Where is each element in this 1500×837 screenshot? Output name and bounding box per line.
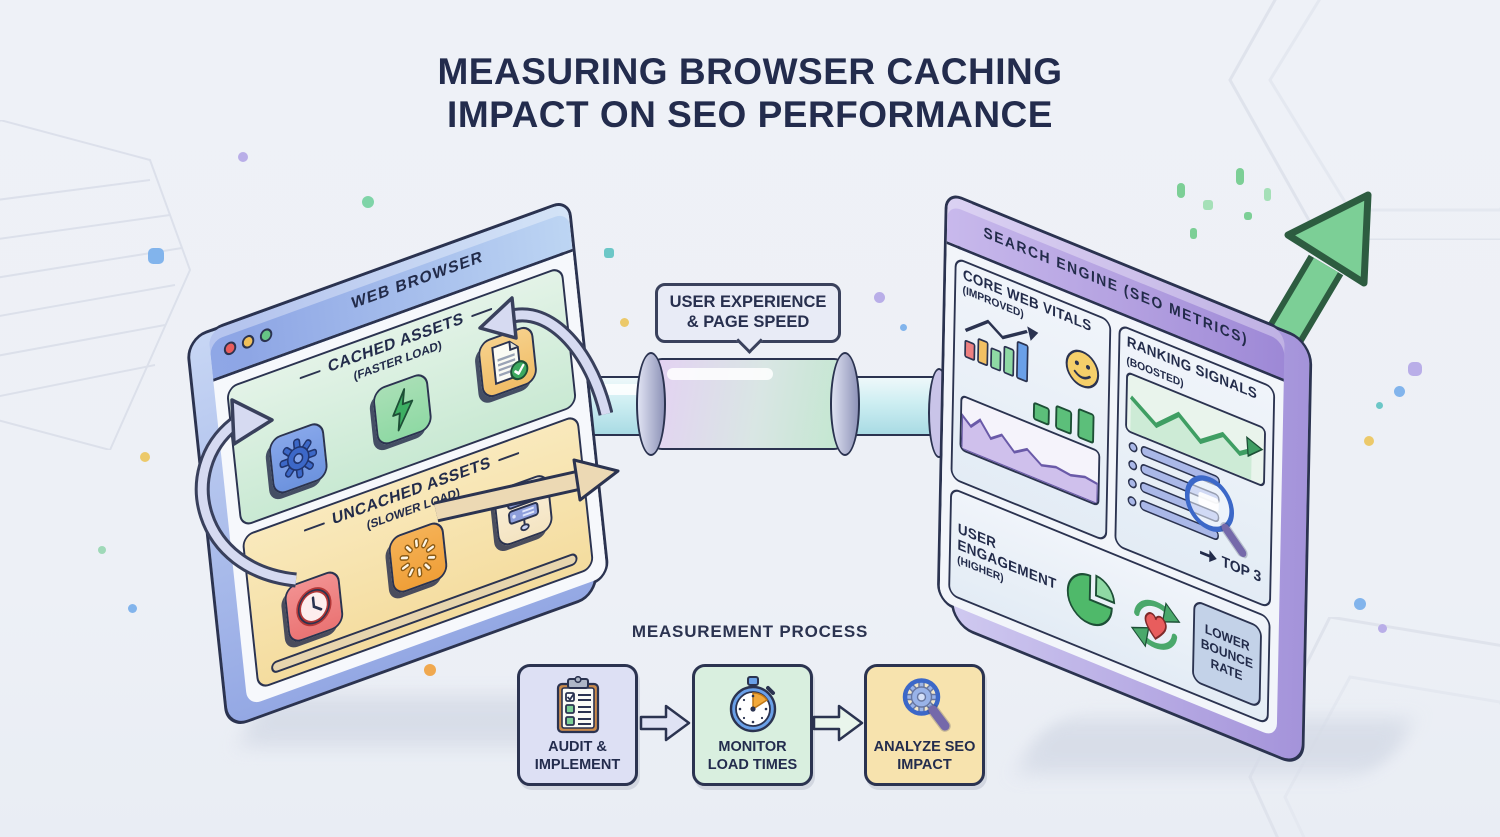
process-step-analyze: ANALYZE SEO IMPACT <box>864 664 985 786</box>
search-engine-panel: SEARCH ENGINE (SEO METRICS) CORE WEB VIT… <box>936 190 1288 742</box>
decor-dot <box>874 292 885 303</box>
process-step-label: ANALYZE SEO IMPACT <box>873 739 976 773</box>
process-step-monitor: MONITOR LOAD TIMES <box>692 664 813 786</box>
user-experience-bubble: USER EXPERIENCE & PAGE SPEED <box>655 283 841 343</box>
window-dot-yellow <box>241 333 255 351</box>
lightning-icon <box>392 387 414 432</box>
process-step-label: MONITOR LOAD TIMES <box>707 739 798 773</box>
search-body: CORE WEB VITALS (IMPROVED) <box>939 244 1284 738</box>
decor-dot <box>128 604 137 613</box>
cache-cycle-arrow-top <box>478 296 613 416</box>
window-dot-green <box>259 326 273 344</box>
decor-dot <box>1408 362 1422 376</box>
uncached-assets-section: UNCACHED ASSETS (SLOWER LOAD) <box>241 414 595 691</box>
decor-dot <box>424 664 436 676</box>
pipe-ring-right <box>830 352 860 456</box>
decor-dot <box>620 318 629 327</box>
clock-icon <box>296 587 332 627</box>
decor-dot <box>238 152 248 162</box>
lightning-tile <box>372 370 434 449</box>
slow-load-arrow <box>433 458 620 523</box>
window-dot-red <box>223 339 237 358</box>
spinner-tile <box>387 518 449 597</box>
magnifier-gear-icon <box>902 678 951 732</box>
hexagon-decor-bottom-right <box>1248 617 1500 837</box>
pipe-sleeve <box>650 358 846 450</box>
process-arrow-2 <box>812 704 864 742</box>
heart-refresh-icon <box>1130 599 1181 650</box>
clipboard-checklist-icon <box>556 676 599 734</box>
user-engagement-card: USER ENGAGEMENT (HIGHER) LOWER BOUNCE RA… <box>948 486 1271 726</box>
core-web-vitals-card: CORE WEB VITALS (IMPROVED) <box>950 256 1112 543</box>
browser-body: CACHED ASSETS (FASTER LOAD) <box>213 251 607 707</box>
cache-cycle-arrow-left <box>194 398 297 588</box>
page-title-line2: IMPACT ON SEO PERFORMANCE <box>447 94 1053 136</box>
hexagon-decor-left <box>0 120 192 450</box>
top3-arrow-icon <box>1200 550 1217 563</box>
decor-dot <box>900 324 907 331</box>
process-title: MEASUREMENT PROCESS <box>631 622 869 641</box>
decor-dot <box>148 248 164 264</box>
decor-dot <box>140 452 150 462</box>
hexagon-decor-top-right <box>1228 0 1500 240</box>
decor-dot <box>362 196 374 208</box>
decor-dot <box>1378 624 1387 633</box>
confetti <box>1244 212 1252 220</box>
gear-icon <box>279 438 317 479</box>
page-title: MEASURING BROWSER CACHING IMPACT ON SEO … <box>0 50 1500 137</box>
document-check-icon <box>491 340 529 386</box>
ranking-signals-card: RANKING SIGNALS (BOOSTED) <box>1114 323 1276 610</box>
confetti <box>1203 200 1213 210</box>
web-browser-panel: WEB BROWSER CACHED ASSETS (FASTER LOAD) <box>205 197 611 711</box>
confetti <box>1177 183 1185 198</box>
gear-tile <box>267 419 329 498</box>
decor-dot <box>1364 436 1374 446</box>
decor-dot <box>1394 386 1405 397</box>
pie-chart-icon <box>1066 573 1116 627</box>
page-title-line1: MEASURING BROWSER CACHING <box>437 51 1063 92</box>
bar-chart-up-icon <box>964 319 1039 383</box>
lower-bounce-rate-badge: LOWER BOUNCE RATE <box>1191 598 1263 709</box>
confetti <box>1264 188 1271 201</box>
loading-spinner-icon <box>399 537 437 578</box>
document-tile <box>477 323 539 401</box>
ranking-trend-chart <box>1125 370 1267 488</box>
clock-tile <box>283 567 345 646</box>
pipe-ring-left <box>636 352 666 456</box>
serp-list-magnifier-icon <box>1127 442 1248 559</box>
vitals-area-chart <box>959 393 1101 507</box>
stopwatch-icon <box>729 676 776 733</box>
green-bars-icon <box>1032 402 1095 444</box>
confetti <box>1190 228 1197 239</box>
process-step-label: AUDIT & IMPLEMENT <box>534 739 621 773</box>
bubble-label: USER EXPERIENCE & PAGE SPEED <box>669 293 827 331</box>
decor-dot <box>604 248 614 258</box>
cached-assets-section: CACHED ASSETS (FASTER LOAD) <box>225 265 578 528</box>
decor-dot <box>1376 402 1383 409</box>
smiley-icon <box>1065 349 1100 389</box>
process-arrow-1 <box>639 704 691 742</box>
decor-dot <box>1354 598 1366 610</box>
process-step-audit: AUDIT & IMPLEMENT <box>517 664 638 786</box>
confetti <box>1236 168 1244 185</box>
decor-dot <box>98 546 106 554</box>
